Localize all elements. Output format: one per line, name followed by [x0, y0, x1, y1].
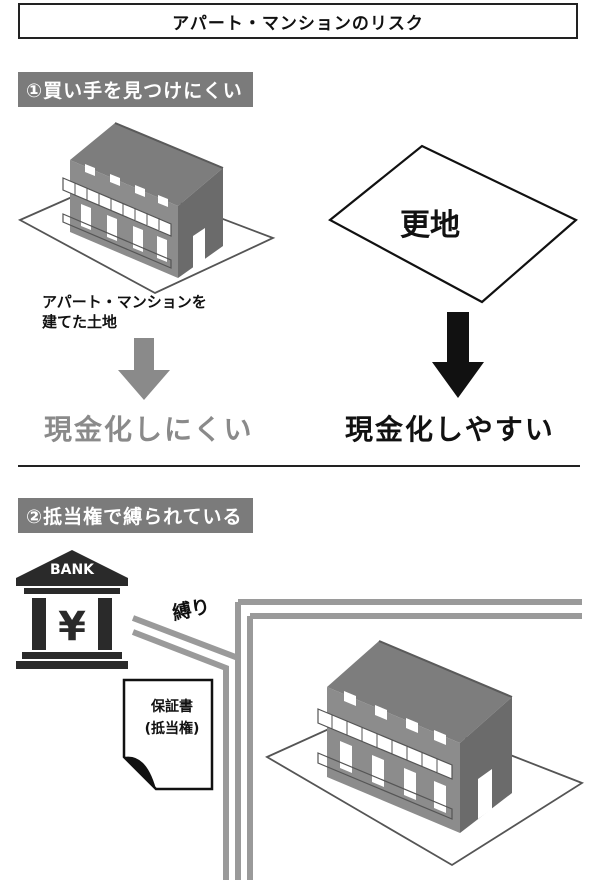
arrow-down-icon [432, 312, 484, 398]
left-caption: アパート・マンションを 建てた土地 [42, 292, 207, 332]
arrow-down-icon [118, 338, 170, 400]
bank-label: BANK [50, 562, 95, 578]
document-line2: (抵当権) [145, 720, 200, 737]
page-title: アパート・マンションのリスク [18, 3, 578, 39]
section-divider [18, 465, 580, 467]
document-icon: 保証書 (抵当権) [122, 678, 214, 791]
left-result-text: 現金化しにくい [44, 413, 254, 446]
bind-lines [131, 599, 582, 880]
document-line1: 保証書 [150, 698, 193, 715]
yen-symbol: ¥ [58, 604, 86, 650]
vacant-land-icon [328, 144, 578, 304]
apartment-building-icon [17, 122, 276, 295]
bank-icon: BANK ¥ [16, 550, 128, 669]
right-result-text: 現金化しやすい [345, 413, 555, 446]
left-caption-line2: 建てた土地 [42, 313, 118, 331]
vacant-land-label: 更地 [400, 208, 460, 243]
section1-header: ①買い手を見つけにくい [18, 72, 253, 107]
left-caption-line1: アパート・マンションを [42, 293, 207, 311]
apartment-building-icon [265, 640, 584, 867]
section2-header: ②抵当権で縛られている [18, 498, 253, 533]
